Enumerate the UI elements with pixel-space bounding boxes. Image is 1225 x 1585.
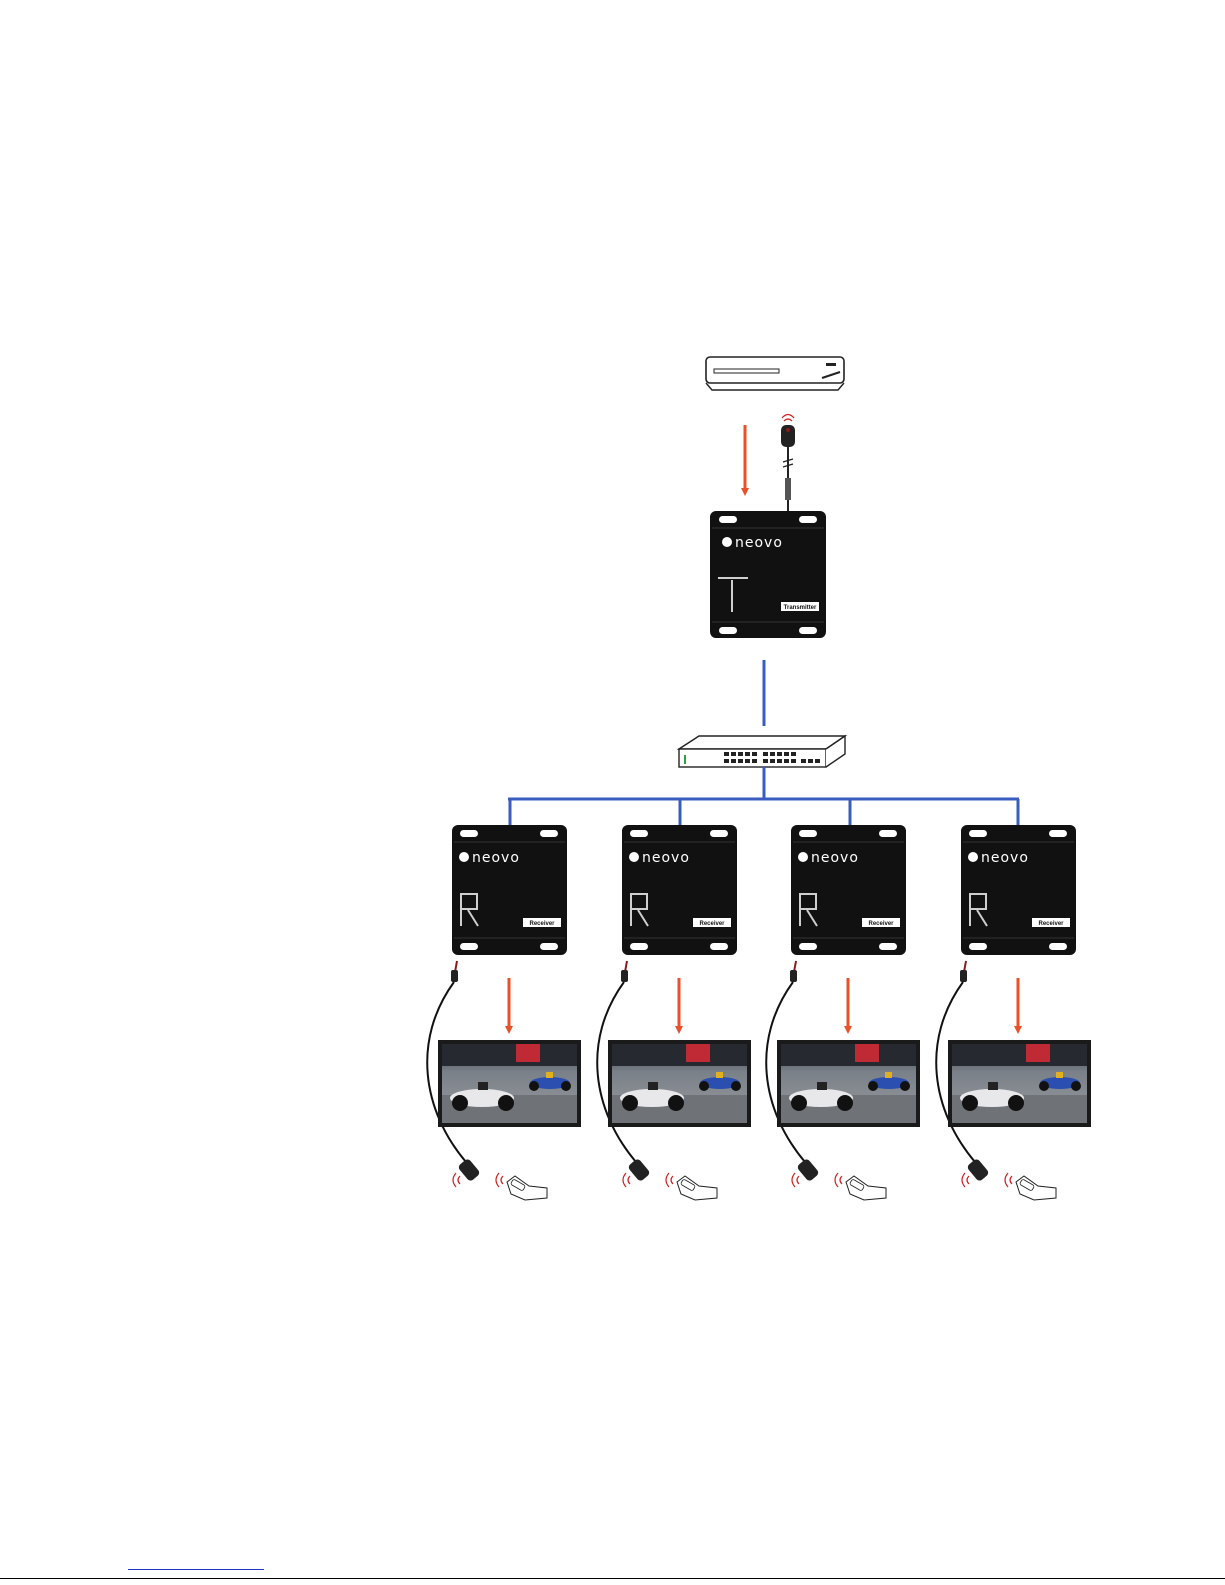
media-player-icon [706, 357, 844, 390]
receiver-brand: neovo [811, 850, 859, 866]
display-icon [777, 1040, 920, 1127]
display-icon [948, 1040, 1091, 1127]
network-switch-icon [679, 736, 845, 767]
transmitter-brand: neovo [735, 535, 783, 551]
transmitter-unit: neovo Transmitter [710, 511, 826, 638]
transmitter-label: Transmitter [784, 605, 817, 611]
receiver-groups: neovoReceiverneovoReceiverneovoReceivern… [427, 825, 1091, 1200]
receiver-brand: neovo [472, 850, 520, 866]
display-icon [438, 1040, 581, 1127]
receiver-label: Receiver [1038, 921, 1064, 927]
receiver-label: Receiver [868, 921, 894, 927]
receiver-label: Receiver [699, 921, 725, 927]
remote-control-icon [666, 1173, 717, 1200]
remote-control-icon [835, 1173, 886, 1200]
display-icon [608, 1040, 751, 1127]
switch-network-lines [508, 767, 1019, 828]
receiver-label: Receiver [529, 921, 555, 927]
ir-receiver-icon [781, 415, 795, 513]
receiver-brand: neovo [642, 850, 690, 866]
receiver-brand: neovo [981, 850, 1029, 866]
remote-control-icon [1005, 1173, 1056, 1200]
footer-link-underline [128, 1569, 264, 1570]
footer-rule [0, 1578, 1225, 1579]
remote-control-icon [496, 1173, 547, 1200]
